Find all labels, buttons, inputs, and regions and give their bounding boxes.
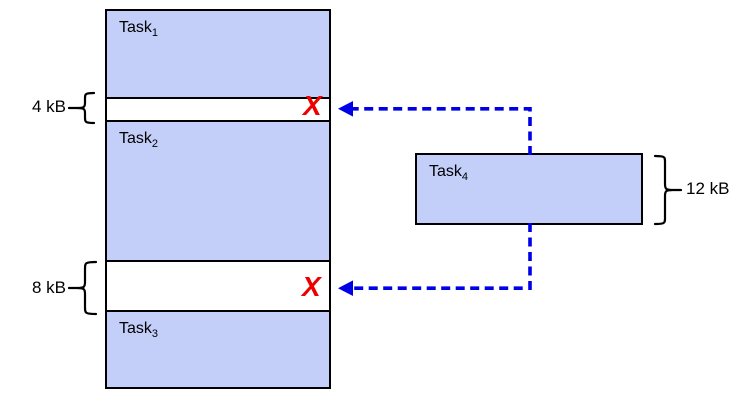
task3-label: Task3: [107, 312, 329, 341]
free-gap-4kb: [107, 99, 329, 122]
task2-block: Task2: [107, 122, 329, 262]
arrowhead-4kb-icon: [338, 101, 353, 117]
arrow-to-8kb-gap: [352, 223, 532, 291]
task3-block: Task3: [107, 312, 329, 387]
task1-subscript: 1: [151, 27, 159, 40]
task4-block: Task4: [415, 153, 643, 225]
task3-name: Task: [119, 320, 152, 337]
task1-label: Task1: [107, 11, 329, 40]
task2-subscript: 2: [151, 138, 159, 151]
brace-12kb-icon: [653, 154, 683, 226]
arrowhead-8kb-icon: [338, 280, 353, 296]
task3-subscript: 3: [151, 328, 159, 341]
reject-x-4kb-gap: X: [303, 90, 322, 121]
brace-8kb-icon: [67, 260, 98, 316]
gap2-size-label: 8 kB: [31, 278, 66, 297]
task4-size-label: 12 kB: [686, 179, 730, 198]
task1-name: Task: [119, 19, 152, 36]
free-gap-8kb: [107, 262, 329, 312]
task2-label: Task2: [107, 122, 329, 151]
arrow-to-4kb-gap: [352, 107, 532, 155]
reject-x-8kb-gap: X: [302, 271, 321, 302]
task2-name: Task: [119, 130, 152, 147]
task1-block: Task1: [107, 11, 329, 99]
task4-subscript: 4: [461, 171, 469, 184]
task4-label: Task4: [417, 155, 641, 184]
task4-name: Task: [429, 163, 462, 180]
gap1-size-label: 4 kB: [31, 97, 66, 116]
brace-4kb-icon: [67, 91, 96, 125]
memory-column: Task1 Task2 Task3: [105, 9, 331, 389]
